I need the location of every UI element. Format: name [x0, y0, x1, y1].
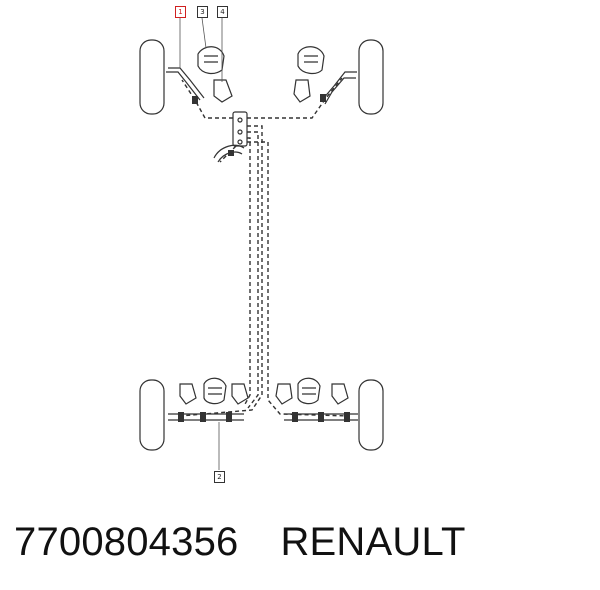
rear-left-bracket-1: [179, 383, 197, 405]
pipe-front-left: [181, 79, 233, 119]
front-right-wheel: [358, 39, 384, 115]
rear-left-bracket-2: [231, 383, 249, 405]
pipe-long-3: [243, 137, 251, 407]
part-caption: 7700804356 RENAULT: [14, 514, 466, 570]
front-left-bracket: [213, 79, 233, 103]
rear-right-bracket-2: [331, 383, 349, 405]
rear-left-wheel: [139, 379, 165, 451]
hose-front-right: [321, 71, 357, 101]
rear-right-wheel: [358, 379, 384, 451]
rear-right-bracket-1: [275, 383, 293, 405]
callout-4[interactable]: 4: [217, 6, 228, 18]
brake-line-diagram: 1 3 4 2: [139, 6, 384, 483]
callout-1[interactable]: 1: [175, 6, 186, 18]
hose-master: [213, 144, 245, 159]
pipe-long-2: [247, 131, 259, 409]
part-number: 7700804356: [14, 519, 239, 564]
brand-name: RENAULT: [280, 519, 466, 564]
callout-3[interactable]: 3: [197, 6, 208, 18]
rear-left-caliper: [203, 377, 227, 405]
front-right-bracket: [293, 79, 311, 103]
front-right-caliper: [297, 46, 325, 75]
pipe-front-right: [247, 77, 343, 119]
distribution-block: [232, 111, 248, 147]
callout-2[interactable]: 2: [214, 471, 225, 483]
pipe-long-4: [247, 141, 351, 417]
front-left-caliper: [197, 46, 225, 75]
brake-system-drawing: [139, 17, 384, 470]
leader-3: [201, 17, 207, 49]
rear-right-caliper: [297, 377, 321, 405]
hose-front-left: [166, 71, 201, 101]
pipe-long-1: [179, 125, 263, 417]
pipe-to-master: [219, 145, 237, 163]
front-left-wheel: [139, 39, 165, 115]
